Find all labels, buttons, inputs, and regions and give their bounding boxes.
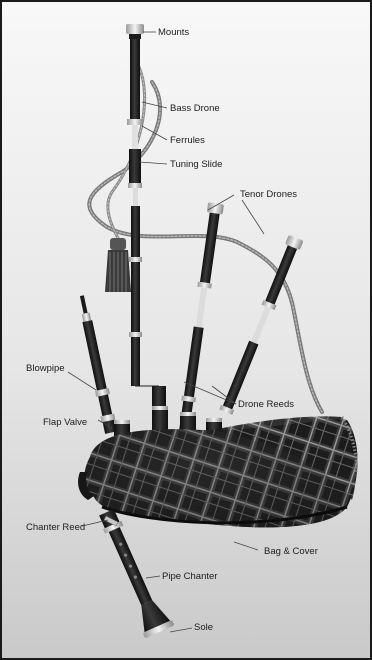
label-blowpipe: Blowpipe: [26, 363, 65, 374]
label-bass-drone: Bass Drone: [170, 103, 220, 114]
label-mounts: Mounts: [158, 27, 189, 38]
label-drone-reeds: Drone Reeds: [238, 399, 294, 410]
label-bag-cover: Bag & Cover: [264, 546, 318, 557]
label-flap-valve: Flap Valve: [43, 417, 87, 428]
label-tenor-drones: Tenor Drones: [240, 189, 297, 200]
label-tuning-slide: Tuning Slide: [170, 159, 222, 170]
label-sole: Sole: [194, 622, 213, 633]
label-chanter-reed: Chanter Reed: [26, 522, 85, 533]
label-pipe-chanter: Pipe Chanter: [162, 571, 217, 582]
label-ferrules: Ferrules: [170, 135, 205, 146]
